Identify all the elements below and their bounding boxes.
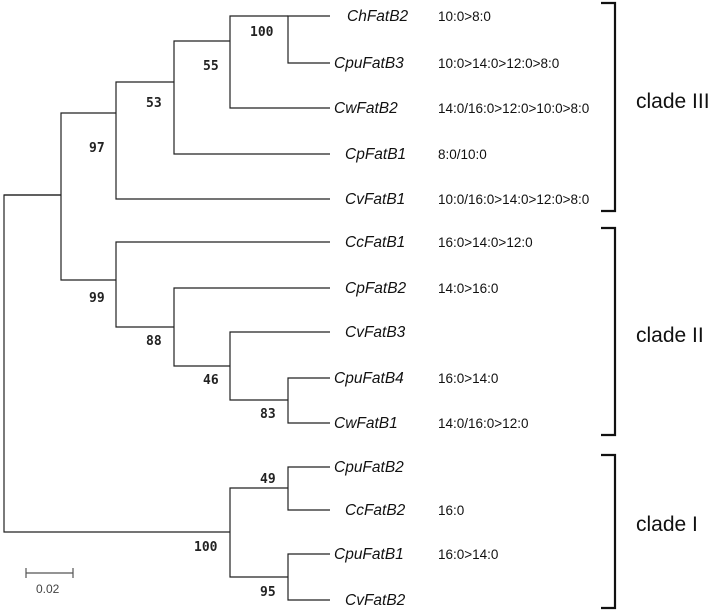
specificity-label: 10:0>8:0	[438, 9, 491, 24]
bootstrap-value: 88	[146, 334, 162, 349]
branch-node-c	[173, 40, 330, 155]
bootstrap-values: 100 55 53 97 99 88 46 83 49 100 95	[89, 25, 276, 600]
taxon-label: CwFatB2	[334, 100, 398, 117]
branch-node-a	[60, 112, 116, 281]
specificity-label: 16:0>14:0	[438, 547, 498, 562]
clade-i-bracket	[601, 453, 617, 610]
branch-root	[3, 194, 230, 533]
branch-node-l	[287, 553, 330, 601]
taxon-label: CcFatB1	[345, 234, 405, 251]
clade-iii-bracket	[601, 1, 617, 213]
clade-brackets: clade III clade II clade I	[601, 1, 710, 610]
taxon-label: CwFatB1	[334, 415, 398, 432]
bootstrap-value: 46	[203, 373, 219, 388]
branch-node-g	[173, 287, 330, 367]
specificity-label: 14:0>16:0	[438, 281, 498, 296]
specificity-label: 14:0/16:0>12:0	[438, 416, 528, 431]
taxon-label: CpuFatB4	[334, 370, 404, 387]
specificity-label: 8:0/10:0	[438, 147, 487, 162]
scale-bar-label: 0.02	[36, 582, 60, 596]
specificity-label: 14:0/16:0>12:0>10:0>8:0	[438, 101, 589, 116]
taxon-label: ChFatB2	[347, 8, 409, 25]
branch-node-d	[229, 15, 330, 109]
branch-node-b	[115, 81, 330, 200]
bootstrap-value: 100	[250, 25, 274, 40]
specificity-label: 16:0	[438, 503, 464, 518]
specificity-label: 16:0>14:0	[438, 371, 498, 386]
taxon-label: CvFatB2	[345, 592, 406, 609]
bootstrap-value: 55	[203, 59, 219, 74]
bootstrap-value: 95	[260, 585, 276, 600]
branch-node-h	[229, 331, 330, 401]
specificity-label: 16:0>14:0>12:0	[438, 235, 533, 250]
specificity-label: 10:0/16:0>14:0>12:0>8:0	[438, 192, 589, 207]
bootstrap-value: 97	[89, 141, 105, 156]
branch-node-e	[287, 15, 330, 64]
bootstrap-value: 49	[260, 472, 276, 487]
bootstrap-value: 99	[89, 291, 105, 306]
bootstrap-value: 53	[146, 96, 162, 111]
clade-ii-bracket	[601, 226, 617, 437]
taxon-label: CpuFatB3	[334, 55, 404, 72]
specificity-label: 10:0>14:0>12:0>8:0	[438, 56, 559, 71]
branch-node-j	[229, 487, 288, 578]
branch-node-k	[287, 466, 330, 511]
tree-branches	[3, 15, 330, 601]
taxon-label: CpFatB2	[345, 280, 407, 297]
bootstrap-value: 83	[260, 407, 276, 422]
taxon-label: CpFatB1	[345, 146, 406, 163]
specificity-labels: 10:0>8:0 10:0>14:0>12:0>8:0 14:0/16:0>12…	[438, 9, 589, 562]
taxon-label: CpuFatB2	[334, 459, 404, 476]
taxon-label: CvFatB3	[345, 324, 406, 341]
clade-iii-label: clade III	[636, 90, 710, 113]
taxon-label: CpuFatB1	[334, 546, 404, 563]
taxon-labels: ChFatB2 CpuFatB3 CwFatB2 CpFatB1 CvFatB1…	[334, 8, 409, 609]
scale-bar: 0.02	[25, 568, 74, 596]
clade-i-label: clade I	[636, 513, 698, 536]
clade-ii-label: clade II	[636, 324, 704, 347]
branch-node-f	[115, 241, 330, 328]
bootstrap-value: 100	[194, 540, 218, 555]
taxon-label: CcFatB2	[345, 502, 406, 519]
branch-node-i	[287, 377, 330, 424]
taxon-label: CvFatB1	[345, 191, 405, 208]
